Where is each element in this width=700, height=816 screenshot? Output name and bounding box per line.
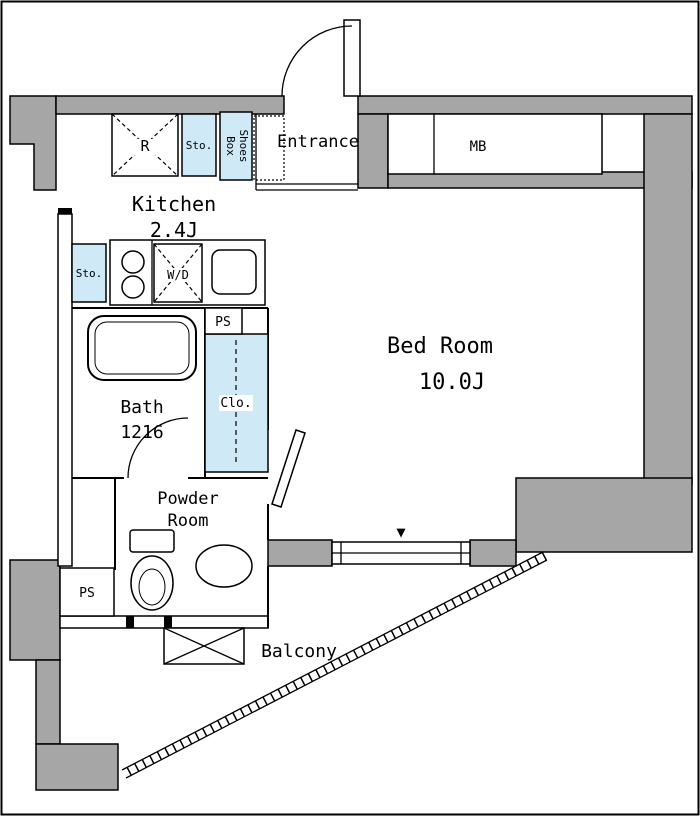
bathtub-inner — [94, 321, 190, 375]
bedroom-label: Bed Room — [387, 334, 493, 359]
shoes-box — [219, 111, 253, 181]
powder-room-label-line1: Powder — [157, 489, 218, 509]
window-marker-icon: ▼ — [396, 523, 405, 541]
wall-left-block — [9, 559, 61, 661]
entrance-label: Entrance — [277, 132, 359, 152]
stove-burner — [121, 275, 145, 299]
bedroom-size-label: 10.0J — [419, 370, 485, 395]
entrance-tataki — [253, 115, 285, 181]
pipe-space-upper-box — [204, 307, 243, 335]
meter-box — [387, 113, 603, 175]
storage-left-box — [71, 243, 107, 303]
wall-segment — [357, 95, 693, 115]
kitchen-label: Kitchen — [132, 192, 216, 216]
powder-room-label-line2: Room — [168, 511, 209, 531]
balcony-label: Balcony — [261, 641, 337, 662]
balcony-railing — [121, 551, 548, 779]
shoes-box-label-line1: Shoes — [237, 129, 250, 162]
wall-right — [643, 113, 693, 485]
wall-segment — [469, 539, 517, 567]
balcony-hatch-cross — [163, 627, 245, 665]
wall-left-thin — [57, 213, 73, 567]
wall-segment — [357, 113, 389, 189]
door-frame-mark — [164, 616, 172, 628]
window-center-line — [332, 542, 470, 564]
bedroom-door-leaf — [271, 429, 306, 508]
pipe-space-lower-label: PS — [79, 586, 95, 601]
label-backgrounds — [134, 139, 253, 411]
powder-sink — [195, 544, 253, 588]
wall-bottom-left-block — [35, 743, 119, 791]
label-bg — [134, 139, 156, 155]
shoes-box-label: Shoes Box — [224, 129, 250, 162]
label-bg — [219, 395, 253, 411]
door-frame-marks — [58, 208, 172, 628]
door-frame-mark — [58, 208, 72, 214]
pipe-space-upper-label: PS — [215, 315, 231, 330]
wall-segment — [35, 659, 61, 745]
washer-dryer-label: W/D — [167, 268, 189, 282]
kitchen-sink — [211, 249, 257, 295]
wall-bottom-right-block — [515, 477, 693, 553]
bath-door-arc — [127, 417, 189, 479]
meter-box-label: MB — [470, 139, 487, 155]
kitchen-size-label: 2.4J — [150, 218, 198, 242]
entrance-door-leaf — [343, 19, 361, 97]
refrigerator-label: R — [140, 137, 150, 155]
storage-top-box — [181, 113, 217, 177]
closet-label: Clo. — [220, 396, 251, 411]
entrance-step-lines — [255, 114, 358, 191]
bathtub — [87, 315, 197, 381]
storage-left-label: Sto. — [76, 267, 103, 280]
shoes-box-label-line2: Box — [224, 136, 237, 156]
stove-burner — [121, 250, 145, 274]
pipe-space-lower-box — [59, 567, 115, 617]
bath-size-label: 1216 — [120, 422, 163, 443]
wall-segment — [267, 539, 333, 567]
bath-label: Bath — [120, 397, 163, 418]
toilet-tank — [129, 529, 175, 553]
label-bg — [161, 268, 195, 282]
toilet-bowl — [130, 555, 174, 611]
toilet-bowl-inner — [138, 568, 166, 606]
entrance-door-arc — [281, 25, 353, 97]
door-frame-mark — [126, 616, 134, 628]
storage-top-label: Sto. — [186, 139, 213, 152]
